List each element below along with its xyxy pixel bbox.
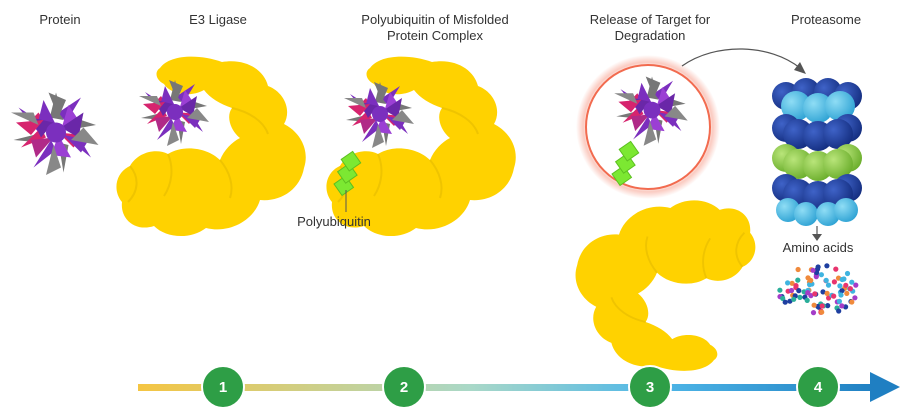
amino-acid-dot (812, 291, 818, 297)
amino-acid-dot (824, 290, 830, 296)
amino-acid-dot (782, 299, 788, 305)
label-amino-acids: Amino acids (783, 240, 854, 255)
amino-acid-dot (808, 277, 814, 283)
released-ligase-icon (574, 199, 757, 372)
amino-acid-dot (825, 282, 832, 288)
amino-acid-dot (841, 276, 847, 282)
amino-acid-dots (777, 263, 859, 316)
amino-acid-dot (837, 283, 843, 289)
label-polyubiquitin-title-2: Protein Complex (387, 28, 484, 43)
amino-acid-dot (836, 308, 842, 314)
amino-acid-dot (815, 264, 821, 270)
amino-acid-dot (844, 270, 851, 277)
step-1: 1 (201, 365, 245, 409)
e3-ligase-icon (115, 55, 307, 238)
amino-acid-dot (852, 295, 858, 301)
e3-ligase-complex-icon (325, 55, 517, 238)
amino-acid-dot (785, 280, 791, 286)
amino-acid-dot (839, 288, 845, 294)
amino-acid-dot (777, 287, 783, 293)
label-protein: Protein (39, 12, 80, 27)
amino-acid-dot (804, 297, 810, 303)
label-polyubiquitin: Polyubiquitin (297, 214, 371, 229)
amino-acid-dot (810, 310, 817, 316)
amino-acid-dot (853, 282, 859, 288)
svg-text:4: 4 (814, 379, 823, 396)
label-e3-ligase: E3 Ligase (189, 12, 247, 27)
amino-acid-dot (833, 266, 839, 272)
amino-acid-dot (811, 302, 817, 308)
amino-acid-dot (823, 277, 829, 283)
amino-acid-dot (805, 290, 811, 296)
svg-text:1: 1 (219, 379, 227, 396)
amino-acid-dot (780, 295, 786, 301)
amino-acid-dot (838, 292, 844, 298)
amino-acid-dot (819, 303, 825, 309)
step-4: 4 (796, 365, 840, 409)
amino-acid-dot (844, 290, 850, 296)
transfer-arrow (681, 48, 801, 69)
output-arrow-head (812, 234, 822, 241)
label-proteasome: Proteasome (791, 12, 861, 27)
amino-acid-dot (791, 296, 797, 302)
amino-acid-dot (849, 279, 855, 285)
amino-acid-dot (788, 287, 795, 294)
amino-acid-dot (843, 282, 849, 288)
amino-acid-dot (839, 303, 845, 309)
protein-icon (11, 92, 99, 175)
amino-acid-dot (819, 309, 825, 315)
svg-text:2: 2 (400, 379, 408, 396)
flow-arrow-body (138, 384, 878, 391)
step-3: 3 (628, 365, 672, 409)
step-2: 2 (382, 365, 426, 409)
amino-acid-dot (789, 280, 795, 286)
amino-acid-dot (849, 299, 855, 305)
amino-acid-dot (796, 288, 802, 294)
amino-acid-dot (825, 303, 831, 309)
amino-acid-dot (795, 277, 801, 283)
label-polyubiquitin-title-1: Polyubiquitin of Misfolded (361, 12, 508, 27)
svg-text:3: 3 (646, 379, 654, 396)
amino-acid-dot (847, 286, 854, 292)
amino-acid-dot (836, 298, 843, 304)
label-release-2: Degradation (615, 28, 686, 43)
amino-acid-dot (807, 282, 813, 288)
proteasome-icon (772, 78, 862, 226)
transfer-arrow-head (794, 62, 806, 74)
amino-acid-dot (818, 272, 825, 278)
flow-arrow-head (870, 372, 900, 402)
amino-acid-dot (795, 266, 801, 273)
amino-acid-dot (831, 293, 837, 299)
amino-acid-dot (831, 279, 838, 285)
amino-acid-dot (797, 294, 803, 300)
amino-acid-dot (824, 263, 830, 269)
amino-acid-dot (810, 267, 816, 273)
amino-acid-dot (820, 289, 826, 295)
label-release-1: Release of Target for (590, 12, 711, 27)
